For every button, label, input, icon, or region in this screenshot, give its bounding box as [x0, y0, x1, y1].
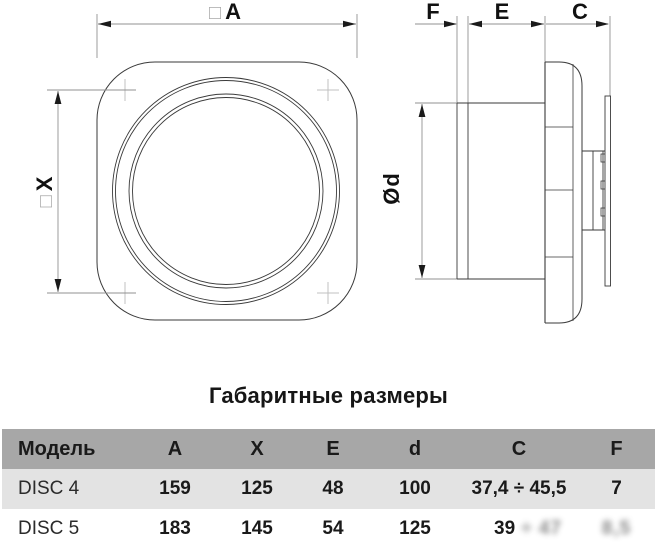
- column-header-A: A: [167, 437, 183, 460]
- column-header-model: Модель: [18, 437, 96, 460]
- side-view-dimension-arrows: [418, 20, 609, 278]
- value-C-blurred: ÷ 47: [521, 518, 562, 539]
- value-X: 145: [241, 518, 273, 539]
- square-symbol: □: [35, 195, 57, 208]
- model-name: DISC 4: [18, 478, 80, 499]
- table-row-disc5: DISC 5 183 145 54 125 39 ÷ 47 8,5: [2, 509, 655, 549]
- dim-letter: E: [494, 0, 510, 24]
- column-header-F: F: [610, 437, 623, 460]
- front-cover-profile: [545, 61, 583, 324]
- value-A: 183: [159, 518, 191, 539]
- dim-letter: F: [426, 0, 440, 24]
- column-header-C: C: [511, 437, 527, 460]
- front-view-dimension-lines: [47, 14, 358, 294]
- dimensions-table: Модель A X E d C F DISC 4 159 125 48 100…: [2, 429, 655, 549]
- model-name: DISC 5: [18, 518, 80, 539]
- housing-joint-lines: [545, 126, 573, 258]
- duct-bellmouth-ring: [128, 93, 324, 289]
- dim-label-F: F: [420, 1, 446, 23]
- grille-outer-ring-inner-edge: [115, 80, 337, 302]
- value-F: 8,5: [578, 518, 655, 540]
- dim-letter: C: [572, 0, 588, 24]
- column-header-d: d: [408, 437, 422, 460]
- column-header-X: X: [250, 437, 264, 460]
- side-view-dimension-lines: [415, 16, 611, 280]
- fan-front-panel-outline: [96, 61, 358, 321]
- wall-plate: [604, 95, 611, 287]
- value-C: 39 ÷ 47: [460, 518, 578, 540]
- dim-label-X: □ X: [32, 168, 58, 216]
- value-F-blurred: 8,5: [601, 518, 632, 539]
- value-d: 125: [399, 518, 431, 539]
- dim-label-A: □ A: [209, 0, 241, 24]
- side-view-drawing: [456, 61, 611, 324]
- column-header-E: E: [326, 437, 340, 460]
- value-C: 37,4 ÷ 45,5: [471, 478, 567, 499]
- technical-drawing-canvas: [47, 14, 611, 324]
- dim-label-C: C: [567, 1, 593, 23]
- table-header-row: Модель A X E d C F: [2, 429, 655, 469]
- value-E: 48: [322, 478, 344, 499]
- value-E: 54: [322, 518, 344, 539]
- value-d: 100: [399, 478, 431, 499]
- duct-spigot: [456, 102, 545, 280]
- duct-bellmouth-ring-inner-edge: [132, 97, 320, 285]
- front-view-drawing: [96, 61, 358, 321]
- diameter-symbol: Ø: [379, 187, 404, 205]
- dim-letter: A: [225, 0, 241, 24]
- value-X: 125: [241, 478, 273, 499]
- section-title: Габаритные размеры: [208, 383, 449, 408]
- dim-label-d: Ø d: [379, 165, 405, 213]
- value-C-visible: 39: [494, 518, 516, 539]
- mounting-bracket: [582, 150, 608, 231]
- value-A: 159: [159, 478, 191, 499]
- dim-letter: d: [379, 173, 404, 187]
- value-F: 7: [611, 478, 622, 499]
- front-view-dimension-arrows: [54, 20, 356, 292]
- grille-outer-ring: [112, 77, 340, 305]
- dim-label-E: E: [489, 1, 515, 23]
- dim-letter: X: [32, 176, 57, 192]
- square-symbol: □: [209, 2, 222, 24]
- table-row-disc4: DISC 4 159 125 48 100 37,4 ÷ 45,5 7: [2, 469, 655, 509]
